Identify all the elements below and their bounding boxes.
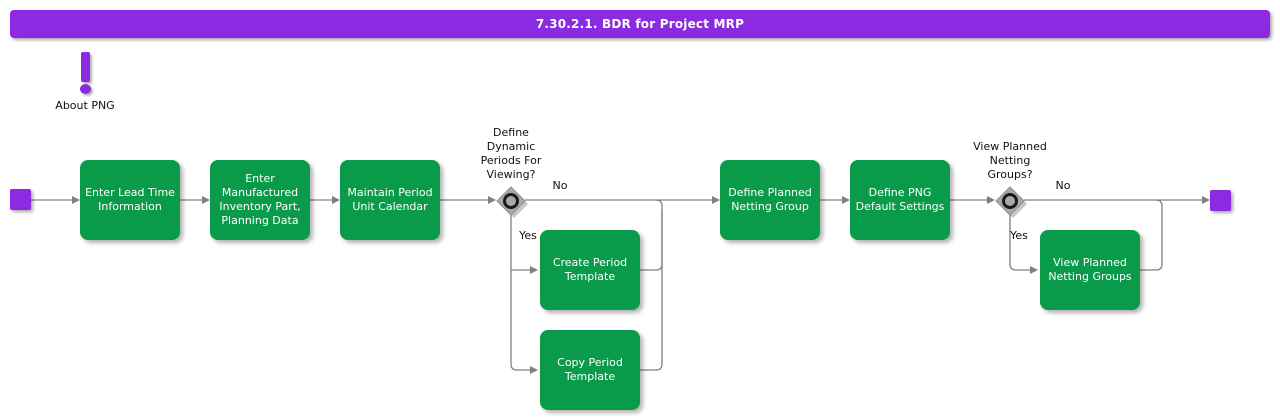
branch-label-no: No <box>552 179 568 192</box>
task-view-planned-netting-groups[interactable]: View Planned Netting Groups <box>1040 230 1140 310</box>
diamond-circle-icon <box>1002 193 1018 209</box>
task-enter-lead-time-information[interactable]: Enter Lead Time Information <box>80 160 180 240</box>
arrowhead-icon <box>530 266 538 274</box>
branch-label-no: No <box>1055 179 1071 192</box>
arrowhead-icon <box>1202 196 1210 204</box>
start-node <box>10 189 31 210</box>
page-title: 7.30.2.1. BDR for Project MRP <box>535 17 745 31</box>
connector <box>510 215 530 371</box>
exclamation-dot <box>80 84 91 94</box>
task-maintain-period-unit-calendar[interactable]: Maintain Period Unit Calendar <box>340 160 440 240</box>
task-enter-manufactured-inventory[interactable]: Enter Manufactured Inventory Part, Plann… <box>210 160 310 240</box>
branch-label-yes: Yes <box>1010 229 1028 242</box>
arrowhead-icon <box>488 196 496 204</box>
arrowhead-icon <box>987 196 995 204</box>
task-label: Enter Lead Time Information <box>85 186 175 213</box>
arrowhead-icon <box>72 196 80 204</box>
arrowhead-icon <box>332 196 340 204</box>
task-label: Define PNG Default Settings <box>855 186 945 213</box>
arrowhead-icon <box>1030 266 1038 274</box>
decision-question-view-png: View Planned Netting Groups? <box>973 140 1047 181</box>
arrowhead-icon <box>712 196 720 204</box>
branch-label-yes: Yes <box>519 229 537 242</box>
exclamation-bar <box>81 52 90 82</box>
task-create-period-template[interactable]: Create Period Template <box>540 230 640 310</box>
arrowhead-icon <box>530 366 538 374</box>
decision-view-png-icon <box>995 186 1027 218</box>
arrowhead-icon <box>842 196 850 204</box>
task-label: Define Planned Netting Group <box>728 186 812 213</box>
decision-dynamic-periods-icon <box>496 186 528 218</box>
diamond-circle-icon <box>503 193 519 209</box>
diamond-icon <box>496 186 526 216</box>
task-copy-period-template[interactable]: Copy Period Template <box>540 330 640 410</box>
task-label: Enter Manufactured Inventory Part, Plann… <box>219 172 301 227</box>
task-define-planned-netting-group[interactable]: Define Planned Netting Group <box>720 160 820 240</box>
diamond-icon <box>995 186 1025 216</box>
connector <box>640 210 663 371</box>
connector <box>1009 215 1030 271</box>
task-label: Maintain Period Unit Calendar <box>347 186 433 213</box>
end-node <box>1210 190 1231 211</box>
task-define-png-default-settings[interactable]: Define PNG Default Settings <box>850 160 950 240</box>
connector <box>640 199 663 271</box>
connector <box>1140 199 1163 271</box>
task-label: Create Period Template <box>552 256 628 283</box>
decision-question-dynamic-periods: Define Dynamic Periods For Viewing? <box>480 126 542 181</box>
task-label: View Planned Netting Groups <box>1048 256 1132 283</box>
arrowhead-icon <box>202 196 210 204</box>
title-bar: 7.30.2.1. BDR for Project MRP <box>10 10 1270 38</box>
about-png-label: About PNG <box>55 99 115 112</box>
task-label: Copy Period Template <box>557 356 623 383</box>
